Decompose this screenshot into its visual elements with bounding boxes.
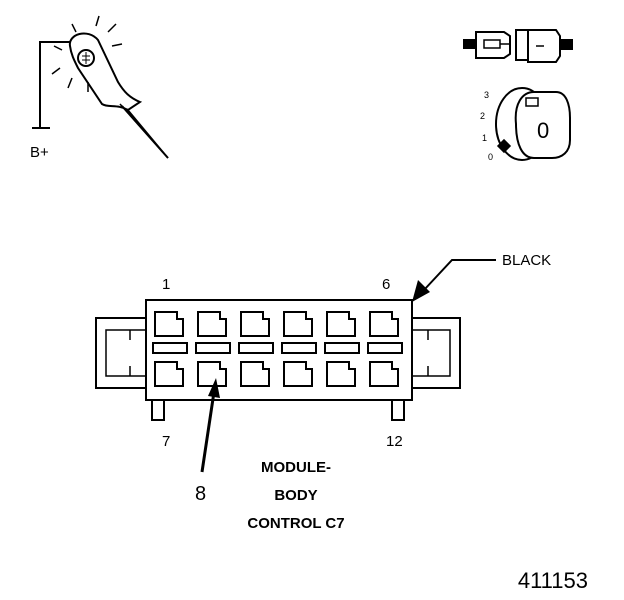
- connector-body: [95, 299, 461, 421]
- figure-number: 411153: [518, 568, 588, 593]
- key-position-label: 0: [537, 118, 549, 143]
- pin-cavity-9: [240, 361, 270, 387]
- terminal-lock-3: [238, 342, 274, 354]
- probe-label: B+: [30, 144, 49, 161]
- pin-cavity-3: [240, 311, 270, 337]
- terminal-lock-4: [281, 342, 317, 354]
- pin-cavities: [152, 311, 403, 387]
- color-callout-leader: [412, 259, 496, 302]
- pin-callout-number: 8: [195, 483, 206, 505]
- ignition-position-3: 3: [484, 90, 489, 100]
- terminal-lock-2: [195, 342, 231, 354]
- connector-title-line-3: CONTROL C7: [247, 515, 344, 532]
- connector-title-line-1: MODULE-: [261, 459, 331, 476]
- ignition-position-1: 1: [482, 133, 487, 143]
- terminal-lock-6: [367, 342, 403, 354]
- pin-cavity-10: [283, 361, 313, 387]
- test-light-probe-icon: [32, 15, 169, 159]
- pin-cavity-7: [154, 361, 184, 387]
- pin-cavity-8: [197, 361, 227, 387]
- disconnected-connector-icon: [463, 29, 573, 63]
- ignition-switch-icon: [495, 87, 571, 161]
- pin-cavity-11: [326, 361, 356, 387]
- terminal-lock-1: [152, 342, 188, 354]
- pin-label-6: 6: [382, 276, 390, 293]
- pin-label-1: 1: [162, 276, 170, 293]
- pin-cavity-5: [326, 311, 356, 337]
- ignition-position-2: 2: [480, 111, 485, 121]
- ignition-position-0: 0: [488, 152, 493, 162]
- pin-label-12: 12: [386, 433, 403, 450]
- pin-callout-arrow: [200, 378, 220, 473]
- pin-cavity-1: [154, 311, 184, 337]
- pin-cavity-2: [197, 311, 227, 337]
- pin-cavity-4: [283, 311, 313, 337]
- connector-title-line-2: BODY: [274, 487, 317, 504]
- pin-cavity-6: [369, 311, 399, 337]
- pin-cavity-12: [369, 361, 399, 387]
- terminal-lock-5: [324, 342, 360, 354]
- pin-label-7: 7: [162, 433, 170, 450]
- connector-color-label: BLACK: [502, 252, 551, 269]
